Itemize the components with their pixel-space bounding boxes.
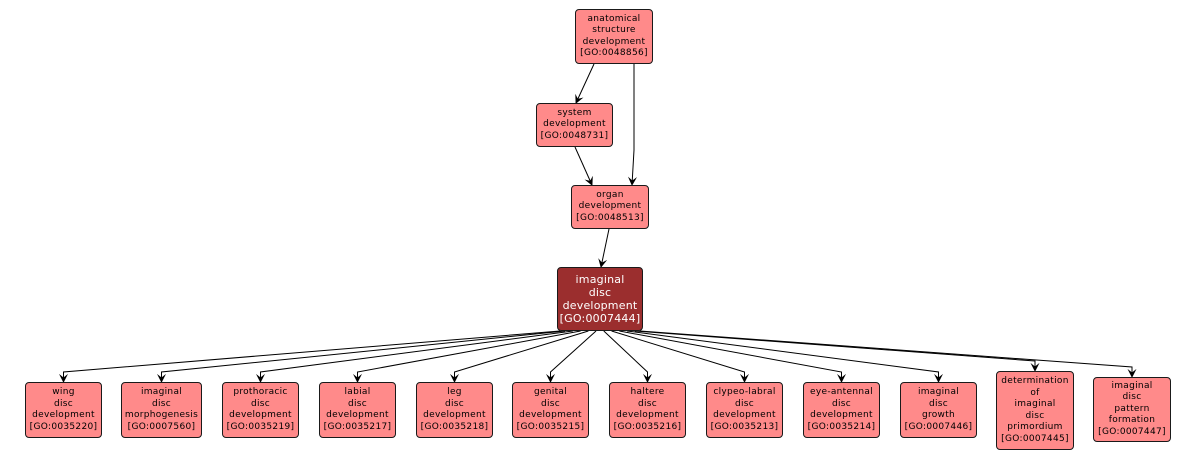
- go-term-label: development: [229, 410, 292, 420]
- go-term-label: organ: [596, 189, 624, 200]
- go-term-label: development: [562, 299, 638, 312]
- go-term-id: [GO:0035213]: [710, 421, 779, 432]
- is-a-edge: [627, 330, 943, 383]
- go-term-label: disc: [347, 398, 368, 409]
- go-term-label: wing: [52, 387, 75, 397]
- go-term-label: disc: [928, 398, 949, 409]
- go-term-label: development: [713, 410, 776, 420]
- go-term-label: clypeo-labral: [713, 387, 776, 397]
- is-a-edge: [627, 64, 637, 186]
- go-term-label: anatomical: [587, 13, 641, 24]
- go-term-label: development: [616, 410, 679, 420]
- is-a-edge: [603, 330, 652, 383]
- go-term-label: labial: [344, 387, 371, 397]
- go-term-id: [GO:0007447]: [1098, 426, 1166, 437]
- go-term-label: disc: [588, 286, 612, 299]
- go-term-label: determination: [1001, 376, 1069, 386]
- go-term-label: imaginal: [575, 273, 625, 286]
- go-term-id: [GO:0007445]: [1001, 433, 1069, 444]
- go-term-id: [GO:0035220]: [29, 421, 98, 432]
- go-term-id: [GO:0035216]: [613, 421, 682, 432]
- go-term-id: [GO:0035218]: [420, 421, 489, 432]
- is-a-edge: [157, 330, 565, 383]
- go-term-label: development: [543, 119, 606, 130]
- go-term-label: of: [1030, 387, 1040, 398]
- is-a-edge: [598, 228, 610, 268]
- go-term-label: disc: [444, 398, 465, 409]
- go-term-label: disc: [1122, 392, 1142, 403]
- go-term-label: growth: [921, 410, 956, 420]
- go-term-label: disc: [540, 398, 561, 409]
- go-term-label: eye-antennal: [810, 387, 873, 397]
- go-term-id: [GO:0007446]: [904, 421, 973, 432]
- go-term-label: development: [578, 201, 642, 212]
- go-term-label: primordium: [1007, 422, 1063, 432]
- is-a-edge: [611, 330, 749, 383]
- go-term-id: [GO:0048731]: [540, 130, 609, 141]
- go-term-label: system: [557, 107, 592, 118]
- go-term-label: morphogenesis: [124, 410, 199, 420]
- is-a-edge: [353, 330, 581, 383]
- go-term-id: [GO:0035219]: [226, 421, 295, 432]
- go-term-label: disc: [53, 398, 74, 409]
- go-term-label: development: [32, 410, 95, 420]
- is-a-edge: [639, 330, 1137, 378]
- go-term-label: leg: [447, 387, 462, 397]
- go-term-label: imaginal: [140, 387, 183, 397]
- go-term-id: [GO:0035215]: [516, 421, 585, 432]
- is-a-edge: [634, 330, 1040, 372]
- go-term-label: pattern: [1114, 403, 1150, 414]
- go-term-id: [GO:0035214]: [807, 421, 876, 432]
- is-a-edge: [574, 146, 593, 186]
- go-term-label: disc: [250, 398, 271, 409]
- go-term-label: imaginal: [917, 387, 960, 397]
- go-term-id: [GO:0035217]: [323, 421, 392, 432]
- is-a-edge: [575, 63, 595, 104]
- go-term-label: development: [423, 410, 486, 420]
- is-a-edge: [619, 330, 846, 383]
- go-term-id: [GO:0007444]: [559, 312, 641, 325]
- is-a-edge: [59, 330, 561, 383]
- go-term-label: disc: [637, 398, 658, 409]
- go-term-label: development: [519, 410, 582, 420]
- go-term-label: structure: [592, 25, 636, 35]
- go-term-label: development: [810, 410, 873, 420]
- go-term-label: disc: [734, 398, 755, 409]
- go-term-label: disc: [151, 398, 172, 409]
- go-term-label: disc: [831, 398, 852, 409]
- go-term-label: imaginal: [1111, 380, 1153, 391]
- go-term-label: development: [582, 36, 646, 47]
- go-term-label: haltere: [630, 387, 665, 397]
- go-term-id: [GO:0048856]: [580, 48, 648, 58]
- go-term-label: genital: [533, 387, 568, 397]
- go-term-label: disc: [1025, 410, 1045, 421]
- go-term-id: [GO:0048513]: [576, 212, 644, 223]
- go-term-label: imaginal: [1014, 399, 1056, 409]
- go-term-label: development: [326, 410, 389, 420]
- go-term-label: formation: [1108, 415, 1156, 426]
- is-a-edge: [546, 330, 597, 383]
- go-term-id: [GO:0007560]: [127, 421, 196, 432]
- is-a-edge: [256, 330, 573, 383]
- go-term-label: prothoracic: [233, 387, 288, 397]
- is-a-edge: [450, 330, 589, 383]
